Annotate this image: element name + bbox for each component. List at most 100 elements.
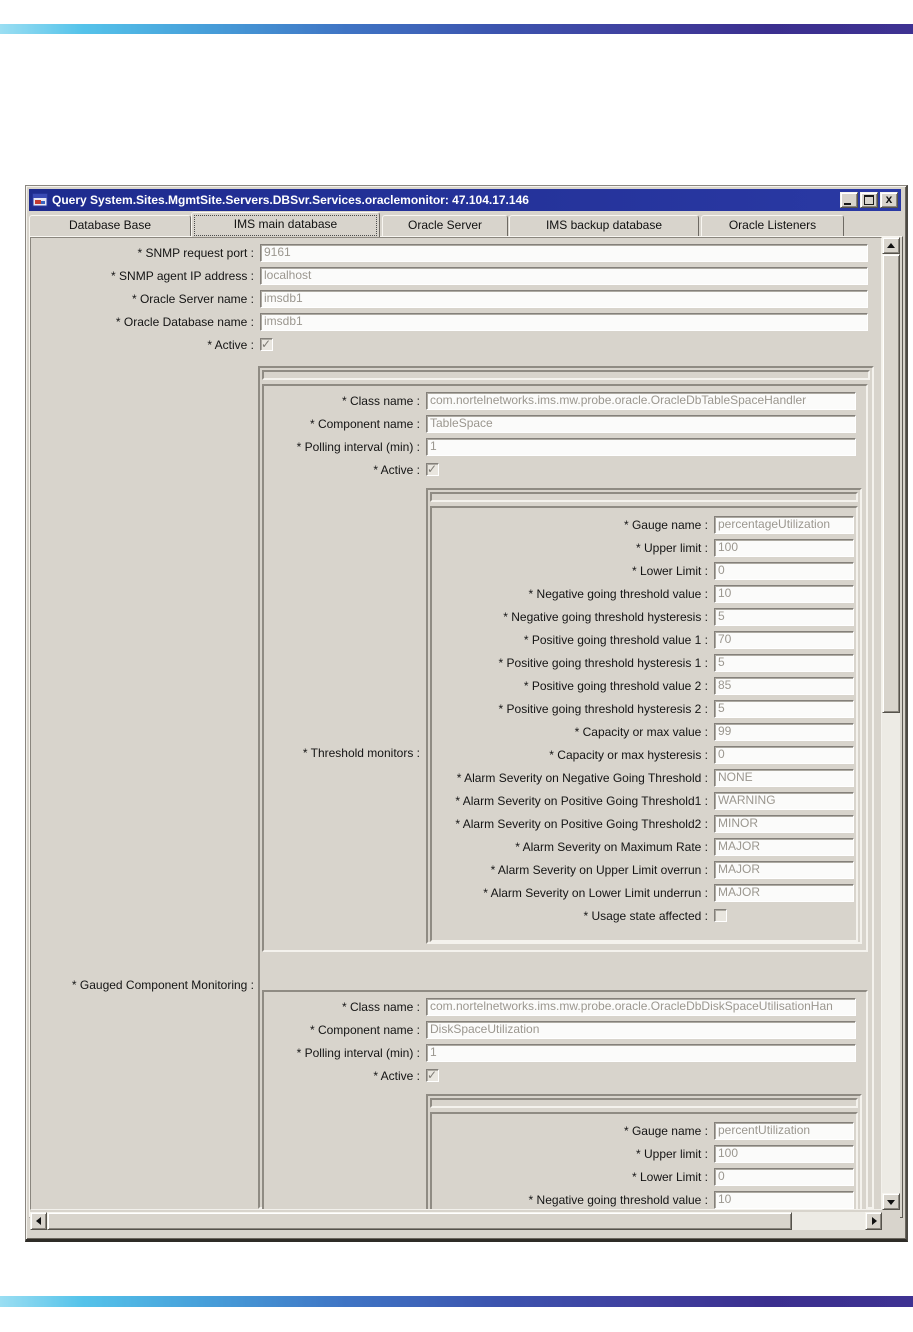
component-name-input[interactable]: TableSpace [426,415,856,433]
label-capacity-or-max-hysteresis: * Capacity or max hysteresis : [549,748,708,762]
top-gradient-stripe [0,24,913,34]
capacity-or-max-value-input[interactable]: 99 [714,723,854,741]
tab-oracle-server[interactable]: Oracle Server [382,215,508,236]
positive-going-threshold-value-2-input[interactable]: 85 [714,677,854,695]
titlebar[interactable]: Query System.Sites.MgmtSite.Servers.DBSv… [29,189,901,211]
label-snmp-request-port: * SNMP request port : [137,246,255,260]
tab-database-base[interactable]: Database Base [29,215,191,236]
gauge-panel-2: * Gauge name :percentUtilization* Upper … [430,1112,858,1209]
tab-label: IMS backup database [545,218,663,232]
bottom-gradient-stripe [0,1296,913,1307]
negative-going-threshold-value-input[interactable]: 10 [714,1191,854,1209]
label-active: * Active : [207,338,254,352]
negative-going-threshold-hysteresis-input[interactable]: 5 [714,608,854,626]
polling-interval-min-input[interactable]: 1 [426,1044,856,1062]
positive-going-threshold-value-1-input[interactable]: 70 [714,631,854,649]
scroll-right-button[interactable] [865,1212,882,1230]
tab-content-pane: * SNMP request port : 9161 * SNMP agent IP… [29,236,903,1230]
vertical-scrollbar-thumb[interactable] [882,254,900,713]
checkmark-icon: ✓ [427,462,438,476]
gauged-component-monitoring-panel: * Class name : com.nortelnetworks.ims.mw.… [258,366,874,1209]
query-window: Query System.Sites.MgmtSite.Servers.DBSv… [25,185,908,1242]
label-snmp-agent-ip-address: * SNMP agent IP address : [111,269,254,283]
monitor-panel-1: * Class name :com.nortelnetworks.ims.mw.… [262,384,868,952]
checkmark-icon: ✓ [427,1068,438,1082]
gauge-1-field-rows: * Gauge name :percentageUtilization* Upp… [432,508,856,940]
label-alarm-severity-on-upper-limit-overrun: * Alarm Severity on Upper Limit overrun … [490,863,708,877]
scroll-left-button[interactable] [30,1212,47,1230]
positive-going-threshold-hysteresis-2-input[interactable]: 5 [714,700,854,718]
gauge-list-header-strip-2 [430,1098,858,1108]
lower-limit-input[interactable]: 0 [714,562,854,580]
lower-limit-input[interactable]: 0 [714,1168,854,1186]
alarm-severity-on-lower-limit-underrun-input[interactable]: MAJOR [714,884,854,902]
gauge-2-field-rows: * Gauge name :percentUtilization* Upper … [432,1114,856,1209]
arrow-left-icon [36,1217,41,1225]
tab-ims-main-database[interactable]: IMS main database [191,212,380,237]
label-positive-going-threshold-hysteresis-1: * Positive going threshold hysteresis 1 … [498,656,708,670]
maximize-icon [864,195,874,205]
label-negative-going-threshold-hysteresis: * Negative going threshold hysteresis : [503,610,708,624]
class-name-input[interactable]: com.nortelnetworks.ims.mw.probe.oracle.O… [426,392,856,410]
alarm-severity-on-negative-going-threshold-input[interactable]: NONE [714,769,854,787]
active-checkbox[interactable]: ✓ [260,337,273,351]
gauge-name-input[interactable]: percentageUtilization [714,516,854,534]
label-active: * Active : [373,463,420,477]
positive-going-threshold-hysteresis-1-input[interactable]: 5 [714,654,854,672]
horizontal-scrollbar-thumb[interactable] [47,1212,792,1230]
capacity-or-max-hysteresis-input[interactable]: 0 [714,746,854,764]
tab-ims-backup-database[interactable]: IMS backup database [509,215,699,236]
negative-going-threshold-value-input[interactable]: 10 [714,585,854,603]
class-name-input[interactable]: com.nortelnetworks.ims.mw.probe.oracle.O… [426,998,856,1016]
label-alarm-severity-on-positive-going-threshold2: * Alarm Severity on Positive Going Thres… [455,817,708,831]
alarm-severity-on-maximum-rate-input[interactable]: MAJOR [714,838,854,856]
oracle-server-name-input[interactable]: imsdb1 [260,290,868,308]
gauge-panel-1: * Gauge name :percentageUtilization* Upp… [430,506,858,942]
label-upper-limit: * Upper limit : [635,541,708,555]
alarm-severity-on-positive-going-threshold1-input[interactable]: WARNING [714,792,854,810]
label-threshold-monitors: * Threshold monitors : [302,746,420,760]
scroll-up-button[interactable] [882,237,900,254]
label-alarm-severity-on-negative-going-threshold: * Alarm Severity on Negative Going Thres… [456,771,708,785]
gauge-name-input[interactable]: percentUtilization [714,1122,854,1140]
label-polling-interval-min: * Polling interval (min) : [296,440,420,454]
horizontal-scrollbar[interactable] [30,1212,882,1230]
tab-label: Oracle Server [407,218,483,232]
scroll-down-button[interactable] [882,1193,900,1210]
alarm-severity-on-positive-going-threshold2-input[interactable]: MINOR [714,815,854,833]
label-negative-going-threshold-value: * Negative going threshold value : [528,587,708,601]
label-component-name: * Component name : [309,1023,420,1037]
maximize-button[interactable] [860,192,878,208]
active-checkbox[interactable]: ✓ [426,462,439,476]
label-positive-going-threshold-value-2: * Positive going threshold value 2 : [523,679,708,693]
active-checkbox[interactable]: ✓ [426,1068,439,1082]
label-component-name: * Component name : [309,417,420,431]
close-button[interactable]: x [880,192,898,208]
usage-state-affected-checkbox[interactable] [714,909,727,922]
label-oracle-server-name: * Oracle Server name : [131,292,254,306]
upper-limit-input[interactable]: 100 [714,539,854,557]
component-name-input[interactable]: DiskSpaceUtilization [426,1021,856,1039]
snmp-request-port-input[interactable]: 9161 [260,244,868,262]
tab-oracle-listeners[interactable]: Oracle Listeners [701,215,844,236]
window-title: Query System.Sites.MgmtSite.Servers.DBSv… [52,193,529,207]
scrollbar-corner [882,1212,900,1230]
vertical-scrollbar[interactable] [882,237,900,1210]
snmp-agent-ip-address-input[interactable]: localhost [260,267,868,285]
oracle-database-name-input[interactable]: imsdb1 [260,313,868,331]
tab-label: Oracle Listeners [728,218,817,232]
monitor-panel-2: * Class name : com.nortelnetworks.ims.mw.… [262,990,868,1209]
label-class-name: * Class name : [341,1000,420,1014]
label-alarm-severity-on-lower-limit-underrun: * Alarm Severity on Lower Limit underrun… [483,886,708,900]
arrow-down-icon [887,1200,895,1205]
checkmark-icon: ✓ [261,337,272,351]
label-gauged-component-monitoring: * Gauged Component Monitoring : [71,978,254,992]
minimize-button[interactable] [840,192,858,208]
app-icon[interactable] [32,192,48,208]
label-capacity-or-max-value: * Capacity or max value : [574,725,708,739]
arrow-right-icon [872,1217,877,1225]
polling-interval-min-input[interactable]: 1 [426,438,856,456]
label-lower-limit: * Lower Limit : [631,1170,708,1184]
alarm-severity-on-upper-limit-overrun-input[interactable]: MAJOR [714,861,854,879]
upper-limit-input[interactable]: 100 [714,1145,854,1163]
